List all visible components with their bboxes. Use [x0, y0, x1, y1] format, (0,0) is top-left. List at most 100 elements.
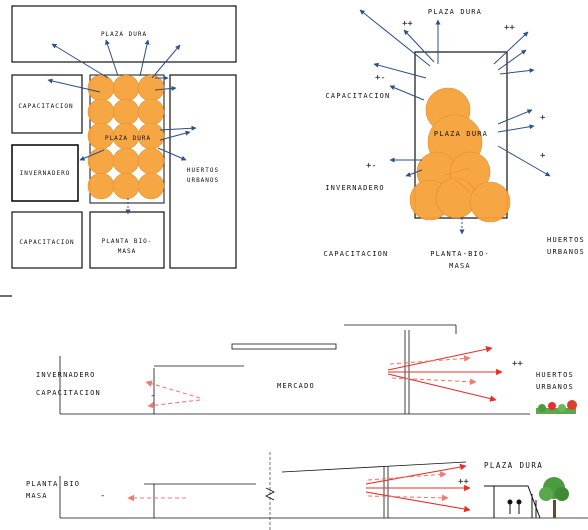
activity-circle: [112, 98, 140, 126]
flow-arrow: [499, 68, 535, 75]
flow-arrow: [391, 377, 477, 386]
activity-circle: [112, 147, 140, 175]
label-plaza-center: PLAZA DURA: [434, 130, 488, 138]
label-invernadero: INVERNADERO: [325, 184, 385, 192]
label-plaza-dura: PLAZA DURA: [428, 8, 482, 16]
flow-arrow: [51, 43, 109, 79]
symbol-plus-plus: ++: [402, 19, 413, 29]
label-planta-line1: PLANTA BIO: [26, 480, 80, 488]
activity-circle: [469, 181, 511, 223]
label-capacitacion-top: CAPACITACION: [18, 103, 73, 110]
label-plaza-center: PLAZA DURA: [105, 135, 151, 142]
activity-circle: [112, 172, 140, 200]
activity-circle: [87, 172, 115, 200]
label-planta-line1: PLANTA-BIO-: [430, 250, 490, 258]
red-arrows-dashed: [127, 471, 449, 502]
symbol-minus: -: [150, 391, 155, 401]
label-huertos-line2: URBANOS: [187, 177, 219, 184]
pavilion-icon: [484, 485, 541, 519]
label-invernadero: INVERNADERO: [20, 170, 71, 177]
flow-arrow: [159, 130, 191, 141]
right-arrows: [359, 9, 551, 235]
roof-slab: [231, 343, 337, 350]
flow-arrow: [151, 44, 181, 79]
symbol-minus: -: [100, 491, 105, 501]
flow-arrow: [387, 346, 493, 371]
activity-circle: [87, 147, 115, 175]
label-invernadero: INVERNADERO: [36, 371, 96, 379]
symbol-plus-plus: ++: [504, 23, 515, 33]
flow-arrow: [493, 31, 529, 65]
section-top: INVERNADERO CAPACITACION MERCADO HUERTOS…: [36, 324, 577, 415]
left-arrows: [47, 39, 197, 215]
flow-arrow: [405, 169, 423, 177]
activity-circle: [137, 74, 165, 102]
activity-circle: [112, 74, 140, 102]
label-capacitacion: CAPACITACION: [36, 389, 101, 397]
flow-arrow: [79, 149, 105, 161]
symbol-plus-minus: +-: [366, 161, 377, 171]
activity-circle: [435, 177, 477, 219]
tree-icon: [539, 477, 569, 518]
break-mark: [265, 487, 275, 501]
red-arrows-solid: [365, 463, 471, 513]
flow-arrow: [105, 39, 119, 77]
activity-circle: [87, 98, 115, 126]
flow-arrow: [157, 147, 187, 161]
flow-arrow: [359, 9, 431, 67]
flow-arrow: [365, 463, 467, 485]
flow-arrow: [389, 85, 425, 101]
label-plaza-dura: PLAZA DURA: [101, 31, 147, 38]
circle-grid: [87, 74, 165, 200]
plaza-building-outline: [414, 51, 508, 219]
label-huertos-line1: HUERTOS: [547, 236, 585, 244]
flow-arrow: [365, 491, 471, 513]
label-plaza-dura: PLAZA DURA: [484, 461, 543, 470]
flow-arrow: [389, 355, 471, 365]
symbol-plus-plus: ++: [512, 359, 523, 369]
flow-arrow: [387, 373, 497, 402]
symbol-plus: +: [540, 151, 546, 161]
activity-circle: [137, 147, 165, 175]
label-planta-line2: MASA: [449, 262, 471, 270]
flow-arrow: [367, 471, 447, 481]
flow-arrow: [47, 78, 101, 93]
label-mercado: MERCADO: [277, 382, 315, 390]
activity-circle: [87, 74, 115, 102]
roof-line: [281, 461, 467, 473]
block-plaza-dura: [11, 5, 237, 63]
red-arrows-dashed: [145, 355, 477, 409]
label-huertos-line1: HUERTOS: [536, 371, 574, 379]
flow-arrow: [373, 62, 427, 79]
flow-arrow: [403, 29, 435, 63]
flow-arrow: [159, 125, 197, 131]
label-capacitacion-bottom: CAPACITACION: [19, 239, 74, 246]
activity-circle: [137, 172, 165, 200]
label-huertos-line2: URBANOS: [536, 383, 574, 391]
label-planta-line1: PLANTA BIO-: [102, 238, 153, 245]
plant-shrubs-icon: [536, 400, 577, 414]
symbol-plus-plus: ++: [458, 477, 469, 487]
flow-arrow: [497, 145, 551, 177]
flow-arrow: [139, 39, 150, 77]
label-capacitacion: CAPACITACION: [326, 92, 391, 100]
flow-arrow: [497, 49, 527, 71]
label-huertos-line1: HUERTOS: [187, 167, 219, 174]
label-huertos-line2: URBANOS: [547, 248, 585, 256]
label-planta-line2: MASA: [118, 248, 136, 255]
plan-right: PLAZA DURA CAPACITACION INVERNADERO CAPA…: [324, 8, 585, 270]
circle-cluster: [409, 87, 511, 223]
flow-arrow: [147, 399, 201, 409]
block-capacitacion-bottom: [11, 211, 83, 269]
flow-arrow: [497, 124, 535, 133]
section-bottom: PLANTA BIO MASA PLAZA DURA - ++: [26, 452, 588, 530]
flow-arrow: [497, 109, 533, 125]
label-capacitacion-bottom: CAPACITACION: [324, 250, 389, 258]
symbol-plus: +: [540, 113, 546, 123]
flow-arrow: [145, 380, 201, 399]
activity-circle: [137, 98, 165, 126]
flow-arrow: [367, 494, 449, 502]
label-planta-line2: MASA: [26, 492, 48, 500]
symbol-plus-minus: +-: [375, 73, 386, 83]
